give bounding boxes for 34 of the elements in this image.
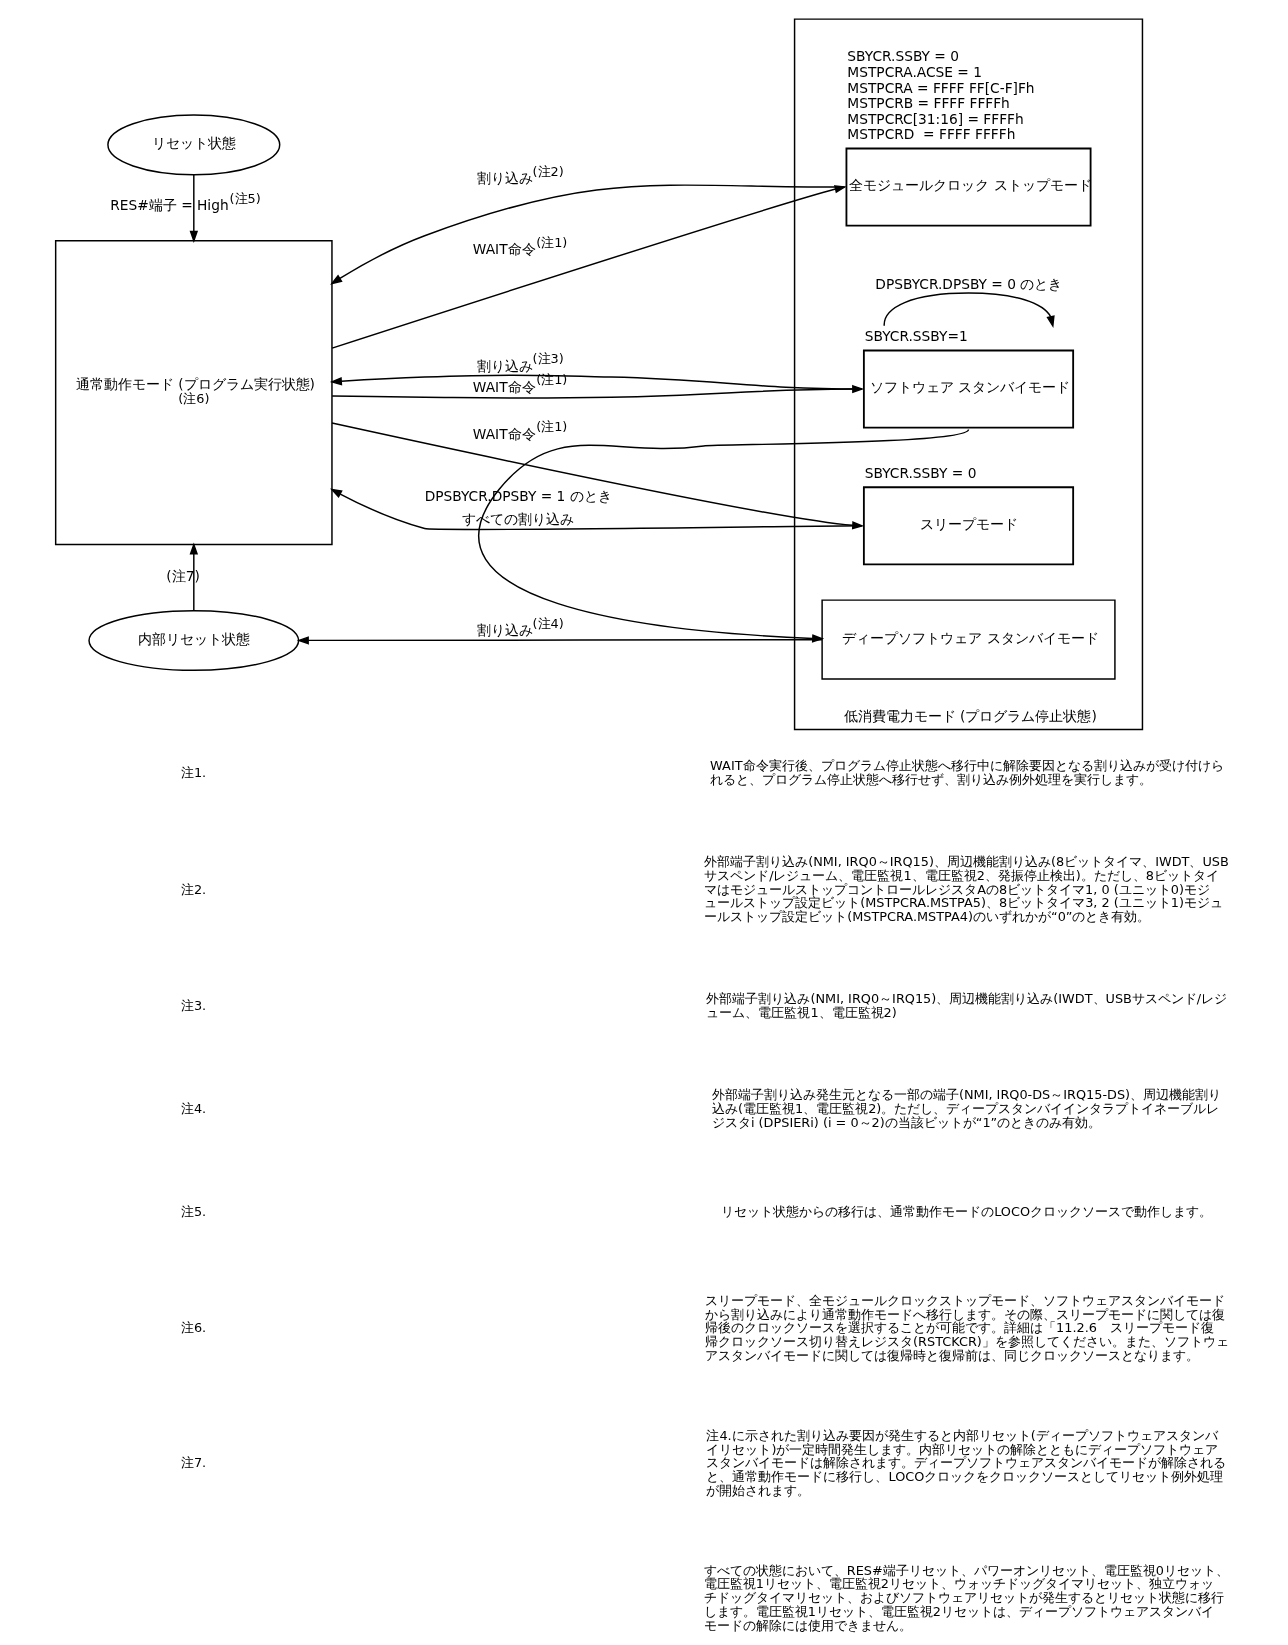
node-label: SBYCR.SSBY=1: [864, 328, 968, 345]
node-box: 全モジュールクロック ストップモード: [845, 147, 1091, 227]
label: リセット状態からの移行は、通常動作モードのLOCOクロックソースで動作します。: [720, 1203, 1212, 1219]
label: 注5.: [180, 1203, 206, 1219]
label: スリープモード、全モジュールクロックストップモード、ソフトウェアスタンバイモードから割り込みにより通常動作モードへ移行します。その際、スリープモードに関しては復帰後のクロックソースを選択することが可能です。詳細は「11.2.6 スリープモード復帰クロックソース切り替えレジスタ(RSTCKCR)」を参照してください。また、ソフトウェアスタンバイモードに関しては復帰時と復帰前は、同じクロックソースとなります。: [704, 1292, 1229, 1363]
label: 注1.: [180, 765, 206, 781]
label: 外部端子割り込み発生元となる一部の端子(NMI, IRQ0-DS～IRQ15-DS)、周辺機能割り込み(電圧監視1、電圧監視2)。ただし、ディープスタンバイインタラプトイネーブルレジスタi (DPSIERi) (i = 0～2)の当該ビットが“1”のときのみ有効。: [711, 1087, 1221, 1130]
label: 注3.: [180, 998, 206, 1014]
label: 注6.: [180, 1320, 206, 1336]
node-box: ディープソフトウェア スタンバイモード: [820, 599, 1116, 680]
node-label: SBYCR.SSBY = 0: [864, 465, 976, 482]
node-label: MSTPCRB = FFFF FFFFh: [846, 95, 1010, 112]
node-label: SBYCR.SSBY = 0: [846, 48, 959, 65]
node-box: ソフトウェア スタンバイモード: [862, 349, 1074, 429]
label: 注4.: [180, 1100, 206, 1116]
node-ellipse: リセット状態: [106, 114, 280, 176]
node-label: MSTPCRD = FFFF FFFFh: [846, 126, 1015, 143]
node-box: 通常動作モード (プログラム実行状態) (注6): [54, 240, 333, 546]
node-box: スリープモード: [862, 486, 1074, 566]
node-ellipse: 内部リセット状態: [87, 609, 299, 672]
arrow: [189, 174, 198, 243]
label: WAIT命令実行後、プログラム停止状態へ移行中に解除要因となる割り込みが受け付けられると、プログラム停止状態へ移行せず、割り込み例外処理を実行します。: [709, 758, 1224, 787]
label: 外部端子割り込み(NMI, IRQ0～IRQ15)、周辺機能割り込み(IWDT、USBサスペンド/レジューム、電圧監視1、電圧監視2): [705, 991, 1227, 1021]
edge-label: DPSBYCR.DPSBY = 0 のとき: [874, 275, 1062, 292]
node-label: MSTPCRA = FFFF FF[C-F]Fh: [846, 79, 1035, 96]
label: 注7.: [180, 1455, 206, 1471]
node-label: MSTPCRC[31:16] = FFFFh: [846, 110, 1024, 127]
label: すべての状態において、RES#端子リセット、パワーオンリセット、電圧監視0リセット、電圧監視1リセット、電圧監視2リセット、ウォッチドッグタイマリセット、独立ウォッチドッグタイマリセット、およびソフトウェアリセットが発生するとリセット状態に移行します。電圧監視1リセット、電圧監視2リセットは、ディープソフトウェアスタンバイモードの解除には使用できません。: [703, 1562, 1229, 1633]
node-label: MSTPCRA.ACSE = 1: [846, 63, 982, 80]
arrow: [882, 292, 1055, 328]
label: 注2.: [180, 881, 206, 897]
arrow: [329, 374, 863, 390]
label: 外部端子割り込み(NMI, IRQ0～IRQ15)、周辺機能割り込み(8ビットタイマ、IWDT、USBサスペンド/レジューム、電圧監視1、電圧監視2、発振停止検出)。ただし、8ビットタイマはモジュールストップコントロールレジスタAの8ビットタイマ1, 0 (ユニット0)モジュールストップ設定ビット(MSTPCRA.MSTPA5)、8ビットタイマ3, 2 (ユニット1)モジュールストップ設定ビット(MSTPCRA.MSTPA4)のいずれかが“0”のとき有効。: [703, 854, 1229, 925]
label: 注4.に示された割り込み要因が発生すると内部リセット(ディープソフトウェアスタンバイリセット)が一定時間発生します。内部リセットの解除とともにディープソフトウェアスタンバイモードは解除されます。ディープソフトウェアスタンバイモードが解除されると、通常動作モードに移行し、LOCOクロックをクロックソースとしてリセット例外処理が開始されます。: [705, 1427, 1226, 1498]
